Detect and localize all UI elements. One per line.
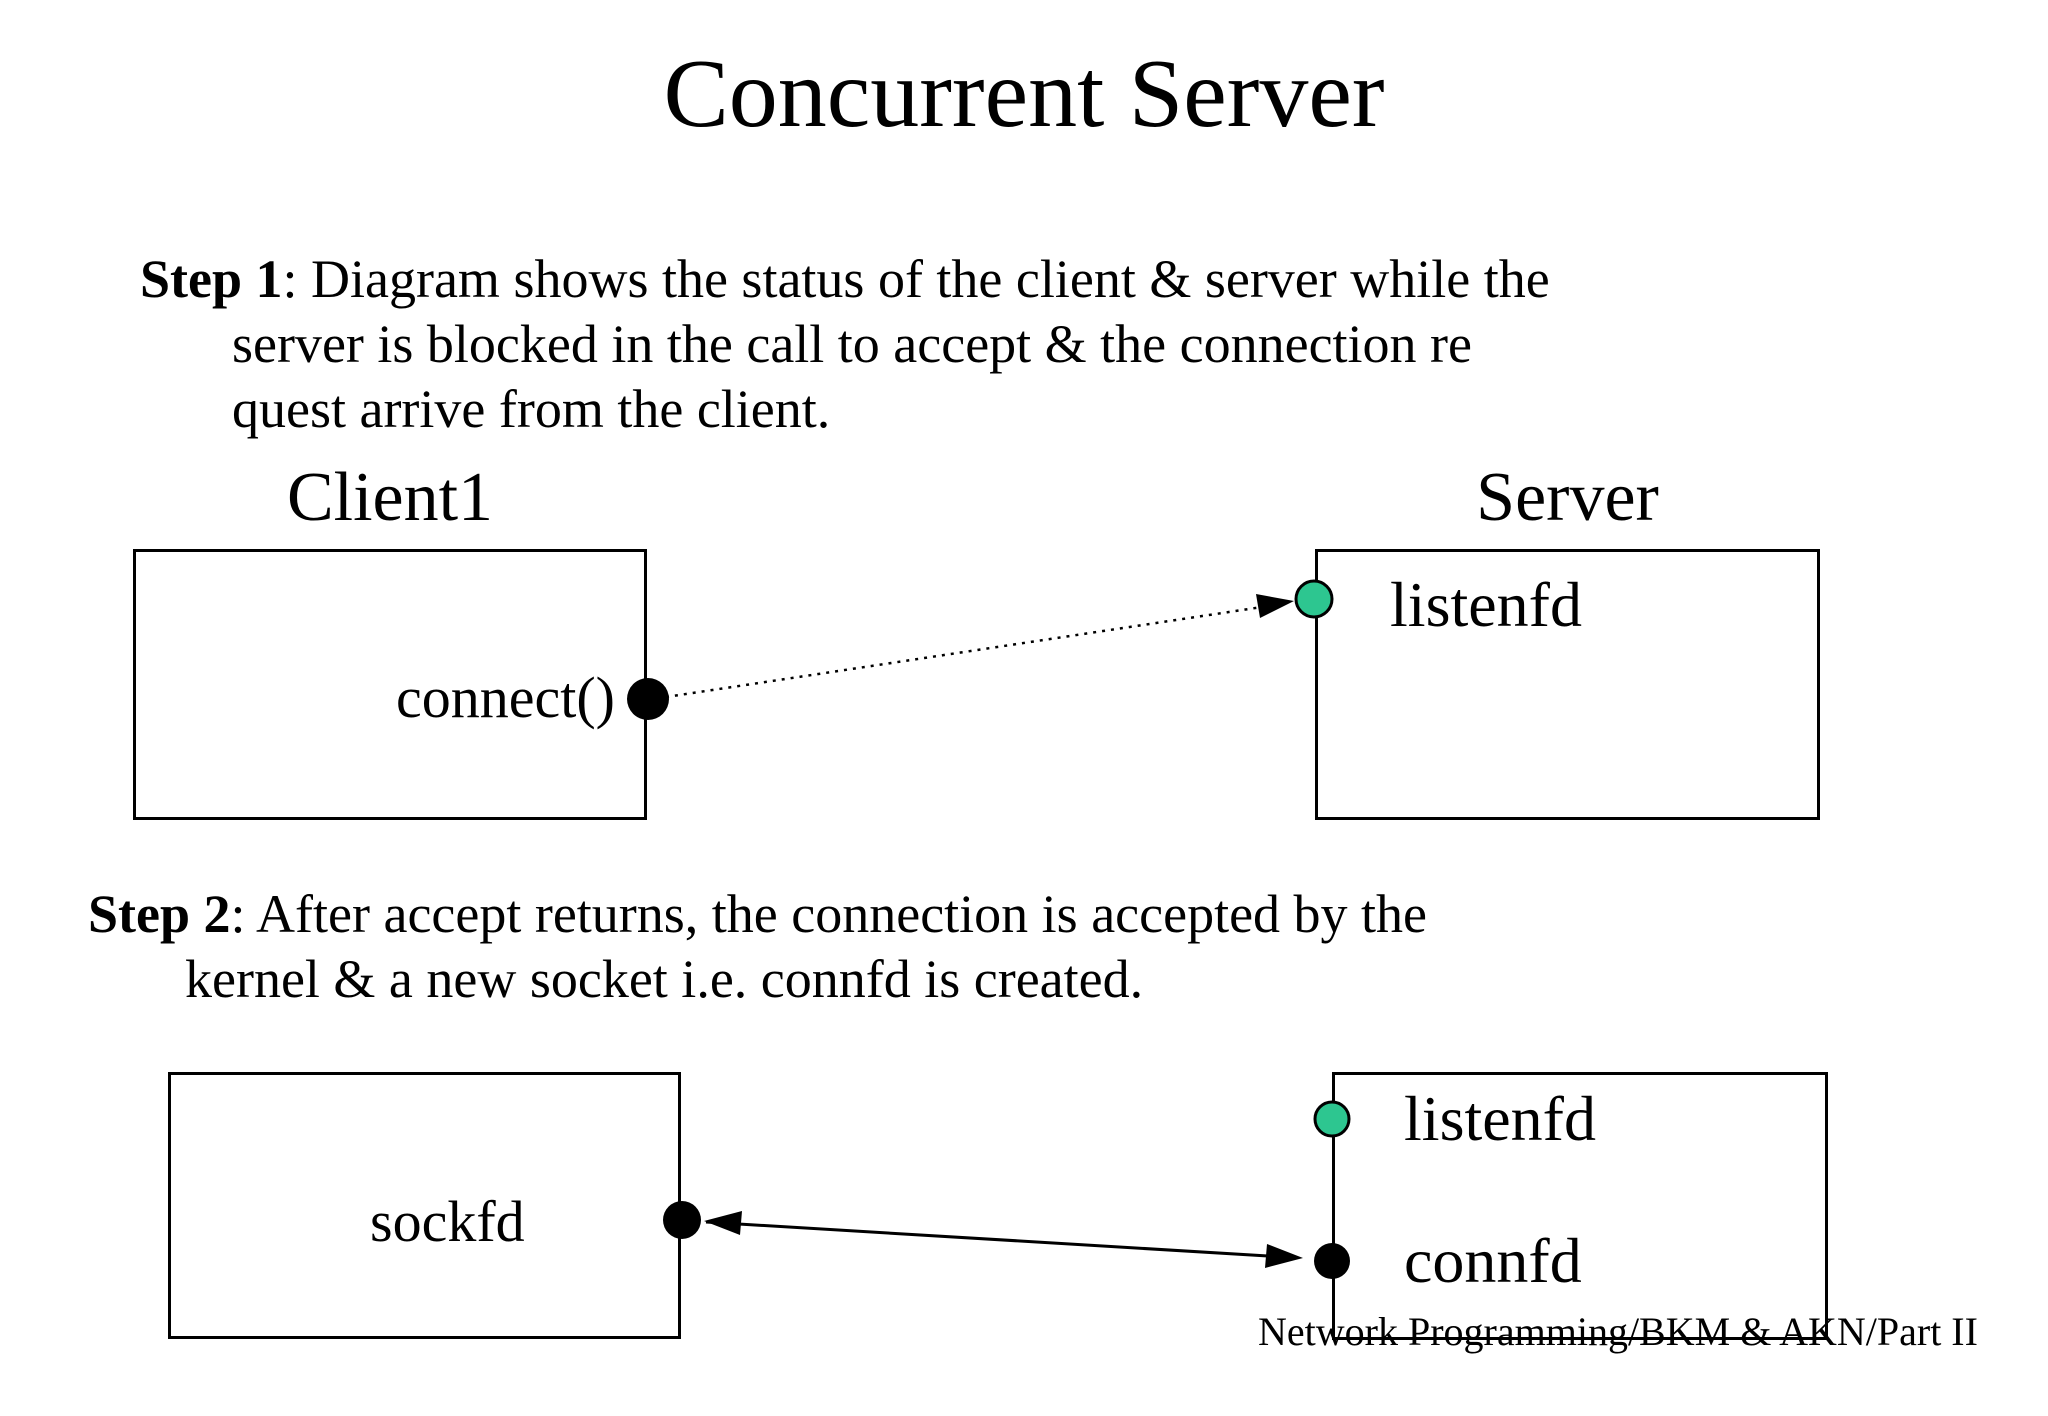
slide-title: Concurrent Server	[663, 40, 1385, 148]
sockfd-socket-dot	[663, 1201, 701, 1239]
listenfd-label-step1: listenfd	[1390, 569, 1582, 640]
step1-line2: server is blocked in the call to accept …	[232, 314, 1472, 374]
step2-line1: Step 2: After accept returns, the connec…	[88, 883, 1427, 945]
connection-request-arrowhead	[1256, 594, 1294, 618]
server-process-box-step2	[1332, 1072, 1828, 1340]
sockfd-connfd-line	[705, 1220, 1269, 1258]
step1-line1-text: : Diagram shows the status of the client…	[282, 249, 1550, 309]
sockfd-label: sockfd	[370, 1189, 525, 1254]
connection-request-dotted-line	[665, 605, 1263, 699]
server-process-box-step1	[1315, 549, 1820, 820]
step2-line1-text: : After accept returns, the connection i…	[230, 884, 1428, 944]
step1-line3: quest arrive from the client.	[232, 379, 831, 439]
connfd-socket-dot	[1314, 1243, 1350, 1279]
client1-box-label: Client1	[286, 459, 494, 536]
listenfd-socket-dot-step1	[1294, 579, 1334, 619]
step1-label: Step 1	[140, 249, 283, 309]
sockfd-arrowhead	[704, 1211, 742, 1235]
step2-line2: kernel & a new socket i.e. connfd is cre…	[185, 949, 1144, 1009]
connect-call-label: connect()	[396, 665, 615, 730]
client-process-box-step2	[168, 1072, 681, 1339]
listenfd-socket-dot-step2	[1313, 1100, 1351, 1138]
footer-credit: Network Programming/BKM & AKN/Part II	[1258, 1309, 1978, 1354]
listenfd-label-step2: listenfd	[1404, 1083, 1596, 1154]
connfd-arrowhead	[1265, 1244, 1303, 1268]
server-box-label: Server	[1476, 459, 1659, 536]
connfd-label: connfd	[1404, 1225, 1582, 1296]
step2-label: Step 2	[88, 884, 231, 944]
step1-line1: Step 1: Diagram shows the status of the …	[140, 248, 1550, 310]
connect-socket-dot	[627, 678, 669, 720]
